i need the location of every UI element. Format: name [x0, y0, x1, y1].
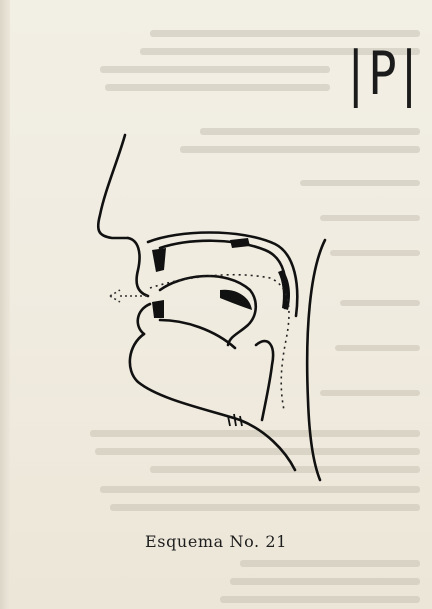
velum-shade	[220, 290, 252, 310]
lower-teeth	[152, 300, 164, 318]
lower-lip	[138, 304, 150, 334]
tongue	[160, 276, 256, 345]
pharynx-shade	[278, 270, 290, 310]
airflow-arrow	[110, 290, 150, 302]
epiglottis	[256, 341, 273, 420]
sagittal-articulation-diagram	[80, 120, 340, 490]
face-profile	[98, 135, 128, 238]
diagram-caption: Esquema No. 21	[0, 532, 432, 551]
phoneme-label: |P|	[348, 44, 422, 104]
tongue-lower	[160, 320, 235, 348]
chin-neck	[130, 334, 295, 470]
upper-lip	[128, 238, 148, 296]
pharynx-wall	[307, 240, 325, 480]
upper-teeth	[152, 248, 166, 272]
palate-shade	[230, 238, 250, 248]
